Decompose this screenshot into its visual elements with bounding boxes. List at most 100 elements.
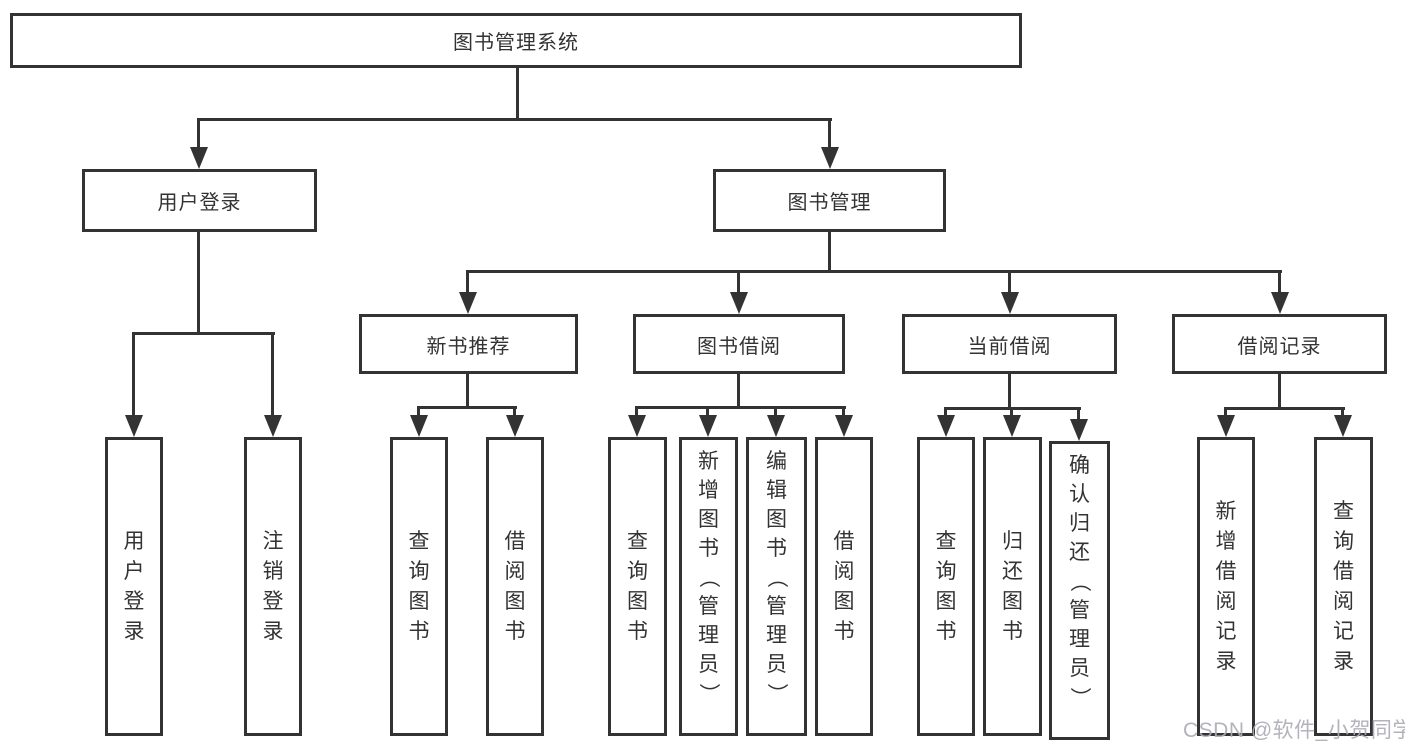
node-user-login: 用户登录 xyxy=(82,169,317,232)
node-book-management: 图书管理 xyxy=(713,169,946,232)
node-library-system-label: 图书管理系统 xyxy=(453,32,579,54)
vertical-char: 理 xyxy=(766,624,787,647)
vertical-char: 阅 xyxy=(1333,589,1354,613)
leaf-borrowing-query-books-label: 查询图书 xyxy=(611,440,664,733)
connector-vline xyxy=(1008,374,1011,408)
vertical-char: 记 xyxy=(1333,619,1354,643)
arrow-down-icon xyxy=(125,415,143,437)
connector-vline xyxy=(466,374,469,407)
connector-arrow-stem xyxy=(1341,408,1344,417)
csdn-watermark: CSDN @软件_小贺同学 xyxy=(1183,719,1405,742)
connector-arrow-stem xyxy=(828,119,831,149)
vertical-char: 员 xyxy=(698,653,719,676)
vertical-char: 书 xyxy=(408,619,430,643)
connector-arrow-stem xyxy=(842,407,845,417)
arrow-down-icon xyxy=(506,415,524,437)
leaf-recommend-query-books: 查询图书 xyxy=(390,437,448,736)
arrow-down-icon xyxy=(628,415,646,437)
vertical-char: 确 xyxy=(1069,454,1090,477)
connector-arrow-stem xyxy=(706,407,709,417)
leaf-recommend-borrow-books: 借阅图书 xyxy=(486,437,544,736)
vertical-char: 图 xyxy=(935,589,957,613)
connector-arrow-stem xyxy=(1224,408,1227,417)
connector-hline xyxy=(197,118,832,121)
connector-arrow-stem xyxy=(1010,408,1013,417)
node-library-system: 图书管理系统 xyxy=(10,13,1022,68)
leaf-add-books-admin: 新增图书（管理员） xyxy=(679,437,738,736)
vertical-char: 户 xyxy=(123,559,145,583)
arrow-down-icon xyxy=(410,415,428,437)
vertical-char: 录 xyxy=(262,619,284,643)
vertical-char: 员 xyxy=(766,653,787,676)
vertical-char: 图 xyxy=(627,589,648,613)
vertical-char: 管 xyxy=(766,595,787,618)
leaf-edit-books-admin: 编辑图书（管理员） xyxy=(746,437,807,736)
arrow-down-icon xyxy=(937,415,955,437)
connector-vline xyxy=(828,232,831,271)
vertical-char: 查 xyxy=(408,529,430,553)
arrow-down-icon xyxy=(1334,415,1352,437)
connector-hline xyxy=(132,332,275,335)
vertical-char: 录 xyxy=(1215,649,1237,673)
leaf-current-query-books: 查询图书 xyxy=(917,437,975,736)
vertical-char: 记 xyxy=(1215,619,1237,643)
arrow-down-icon xyxy=(459,292,477,314)
vertical-char: 图 xyxy=(833,589,855,613)
vertical-char: 归 xyxy=(1002,529,1023,553)
connector-arrow-stem xyxy=(1008,271,1011,294)
node-book-management-label: 图书管理 xyxy=(787,192,872,214)
leaf-return-books-label: 归还图书 xyxy=(986,440,1039,733)
connector-vline xyxy=(197,232,200,333)
arrow-down-icon xyxy=(767,415,785,437)
vertical-char: 销 xyxy=(262,559,284,583)
vertical-char: 认 xyxy=(1069,483,1090,506)
vertical-char: 登 xyxy=(123,589,145,613)
leaf-return-books: 归还图书 xyxy=(983,437,1042,736)
arrow-down-icon xyxy=(264,415,282,437)
vertical-char: ） xyxy=(765,683,788,704)
leaf-borrowing-query-books: 查询图书 xyxy=(608,437,667,736)
vertical-char: 借 xyxy=(833,529,855,553)
vertical-char: 查 xyxy=(1333,499,1354,523)
arrow-down-icon xyxy=(699,415,717,437)
vertical-char: 书 xyxy=(935,619,957,643)
vertical-char: 增 xyxy=(1215,529,1237,553)
vertical-char: 图 xyxy=(504,589,526,613)
vertical-char: 还 xyxy=(1069,541,1090,564)
connector-vline xyxy=(737,374,740,407)
vertical-char: 询 xyxy=(935,559,957,583)
connector-hline xyxy=(635,406,846,409)
vertical-char: 借 xyxy=(1215,559,1237,583)
node-new-book-recommend: 新书推荐 xyxy=(359,314,578,374)
vertical-char: 书 xyxy=(698,537,719,560)
leaf-current-query-books-label: 查询图书 xyxy=(920,440,972,733)
vertical-char: 书 xyxy=(504,619,526,643)
vertical-char: 增 xyxy=(698,479,719,502)
leaf-confirm-return-admin-label: 确认归还（管理员） xyxy=(1052,444,1107,737)
node-current-borrowing-label: 当前借阅 xyxy=(967,335,1052,358)
vertical-char: 询 xyxy=(408,559,430,583)
arrow-down-icon xyxy=(1271,292,1289,314)
vertical-char: 书 xyxy=(833,619,855,643)
leaf-logout: 注销登录 xyxy=(244,437,302,736)
vertical-char: 录 xyxy=(1333,649,1354,673)
connector-vline xyxy=(1278,374,1281,408)
leaf-borrowing-borrow-books: 借阅图书 xyxy=(815,437,873,736)
connector-hline xyxy=(1224,407,1345,410)
leaf-add-borrow-record-label: 新增借阅记录 xyxy=(1200,440,1252,733)
vertical-char: 图 xyxy=(1002,589,1023,613)
vertical-char: 用 xyxy=(123,529,145,553)
vertical-char: 编 xyxy=(766,450,787,473)
connector-arrow-stem xyxy=(944,408,947,417)
vertical-char: 书 xyxy=(1002,619,1023,643)
connector-arrow-stem xyxy=(774,407,777,417)
connector-hline xyxy=(417,406,517,409)
vertical-char: 书 xyxy=(766,537,787,560)
leaf-recommend-query-books-label: 查询图书 xyxy=(393,440,445,733)
leaf-confirm-return-admin: 确认归还（管理员） xyxy=(1049,441,1110,740)
connector-arrow-stem xyxy=(271,333,274,417)
node-borrowing-records-label: 借阅记录 xyxy=(1237,335,1322,358)
arrow-down-icon xyxy=(190,147,208,169)
arrow-down-icon xyxy=(835,415,853,437)
